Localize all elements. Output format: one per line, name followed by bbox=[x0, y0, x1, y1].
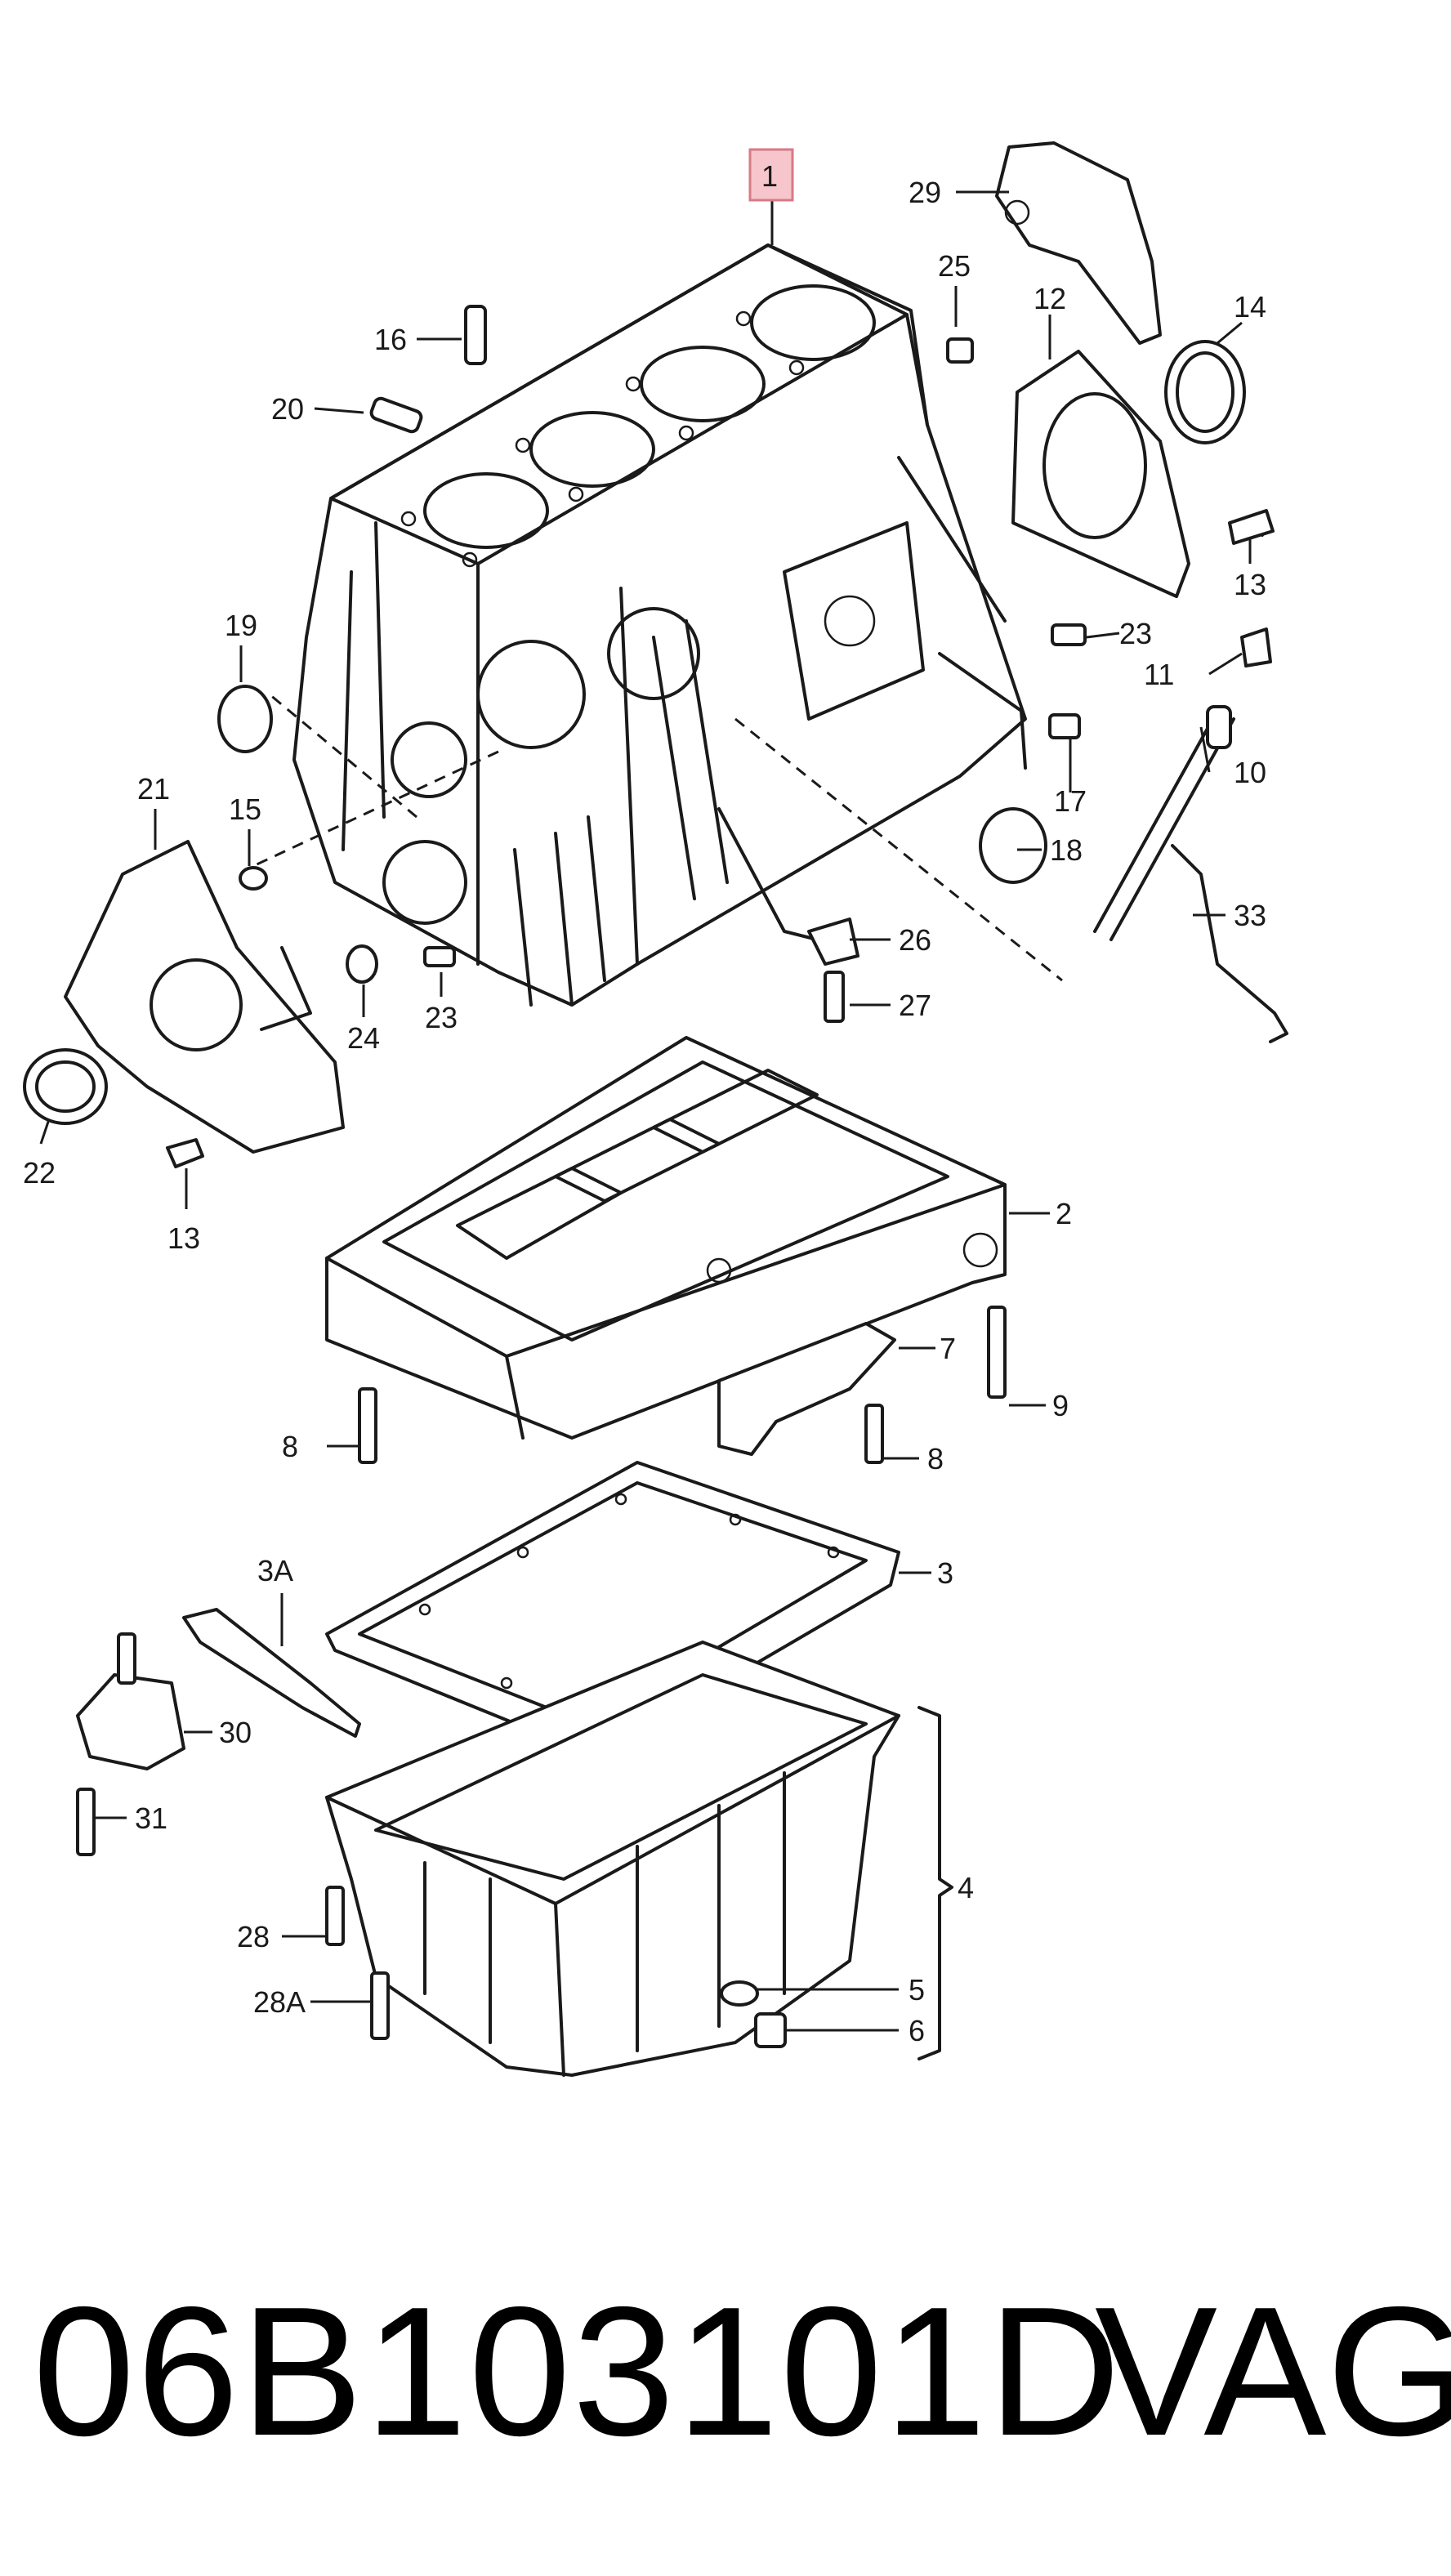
small-parts bbox=[166, 305, 1288, 1168]
callout-20[interactable]: 20 bbox=[271, 392, 304, 426]
callout-23-right[interactable]: 23 bbox=[1119, 617, 1152, 650]
front-cover-group bbox=[23, 840, 345, 1154]
callout-27[interactable]: 27 bbox=[899, 989, 931, 1022]
callout-28[interactable]: 28 bbox=[237, 1920, 270, 1953]
callout-25[interactable]: 25 bbox=[938, 249, 971, 283]
bedplate bbox=[325, 1036, 1007, 1464]
part-number: 06B103101D bbox=[33, 2268, 1123, 2474]
callout-24[interactable]: 24 bbox=[347, 1021, 380, 1055]
callout-8-right[interactable]: 8 bbox=[927, 1442, 944, 1476]
callout-33[interactable]: 33 bbox=[1234, 899, 1266, 932]
callout-14[interactable]: 14 bbox=[1234, 290, 1266, 324]
callout-26[interactable]: 26 bbox=[899, 923, 931, 957]
engine-block bbox=[252, 243, 1063, 1007]
brand-name: VAG bbox=[1095, 2268, 1451, 2474]
callout-28A[interactable]: 28A bbox=[253, 1985, 306, 2019]
leader-lines bbox=[39, 190, 1252, 2032]
callout-18[interactable]: 18 bbox=[1050, 833, 1083, 867]
callout-3[interactable]: 3 bbox=[937, 1556, 953, 1590]
callout-22[interactable]: 22 bbox=[23, 1156, 56, 1190]
callout-4[interactable]: 4 bbox=[958, 1871, 974, 1904]
callout-9[interactable]: 9 bbox=[1052, 1389, 1069, 1422]
callout-13-right[interactable]: 13 bbox=[1234, 568, 1266, 601]
highlight-box-part-1 bbox=[748, 148, 794, 202]
callout-16[interactable]: 16 bbox=[374, 323, 407, 356]
callout-6[interactable]: 6 bbox=[909, 2014, 925, 2047]
callout-19[interactable]: 19 bbox=[225, 609, 257, 642]
callout-13-left[interactable]: 13 bbox=[167, 1221, 200, 1255]
sensor-and-bolts bbox=[76, 1608, 390, 2040]
callout-5[interactable]: 5 bbox=[909, 1973, 925, 2007]
callout-21[interactable]: 21 bbox=[137, 772, 170, 806]
callout-11[interactable]: 11 bbox=[1144, 658, 1174, 691]
callout-3A[interactable]: 3A bbox=[257, 1554, 293, 1587]
callout-31[interactable]: 31 bbox=[135, 1801, 167, 1835]
callout-10[interactable]: 10 bbox=[1234, 756, 1266, 789]
oil-pan bbox=[325, 1641, 953, 2077]
callout-17[interactable]: 17 bbox=[1054, 784, 1087, 818]
exploded-parts-diagram: 1 2 3 3A 4 5 6 7 8 8 9 10 11 12 13 13 14… bbox=[23, 141, 1288, 2077]
callout-12[interactable]: 12 bbox=[1034, 282, 1066, 315]
callout-29[interactable]: 29 bbox=[909, 176, 941, 209]
callout-7[interactable]: 7 bbox=[940, 1332, 956, 1365]
callout-23-left[interactable]: 23 bbox=[425, 1001, 458, 1034]
callout-2[interactable]: 2 bbox=[1056, 1197, 1072, 1230]
callout-8-left[interactable]: 8 bbox=[282, 1430, 298, 1463]
callout-1[interactable]: 1 bbox=[761, 159, 778, 193]
callout-30[interactable]: 30 bbox=[219, 1716, 252, 1749]
callout-15[interactable]: 15 bbox=[229, 792, 261, 826]
callout-labels: 1 2 3 3A 4 5 6 7 8 8 9 10 11 12 13 13 14… bbox=[23, 148, 1266, 2047]
rear-flange-group bbox=[995, 141, 1264, 598]
